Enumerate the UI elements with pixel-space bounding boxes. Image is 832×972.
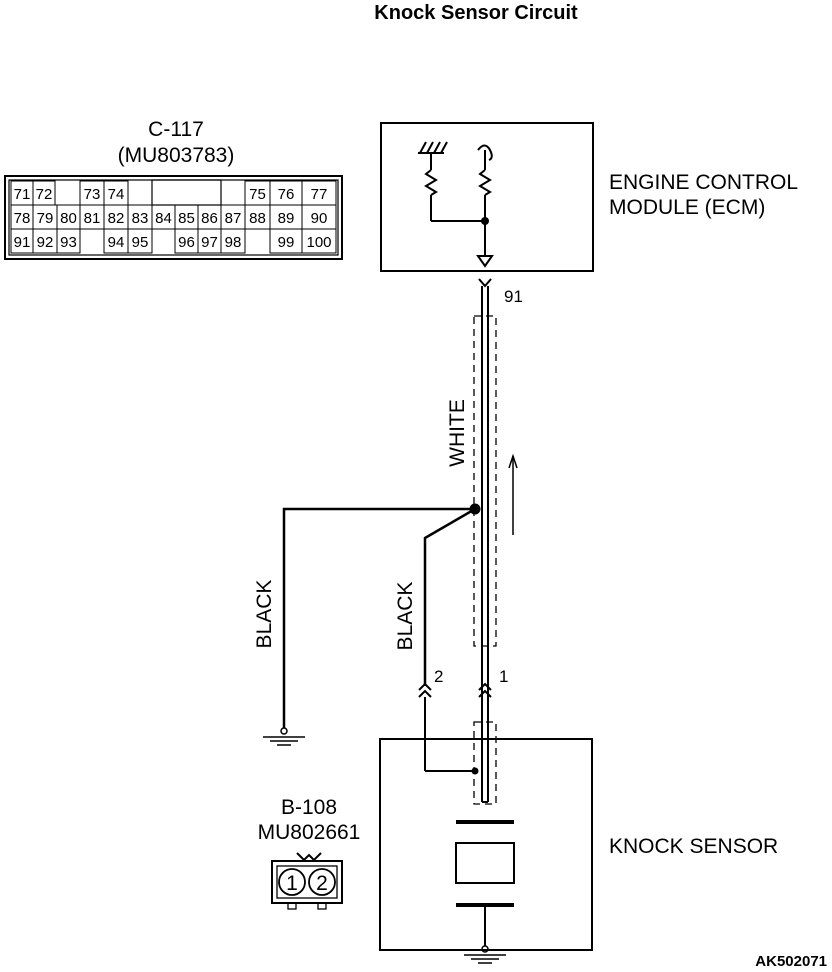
wire-label-black-left: BLACK bbox=[253, 580, 276, 649]
signal-arrow-icon bbox=[508, 453, 518, 535]
connector-pin-cell bbox=[56, 228, 81, 254]
connector-c117-body bbox=[4, 175, 343, 260]
connector-pin-number: 95 bbox=[132, 234, 149, 251]
connector-b108-foot-right bbox=[317, 902, 327, 910]
sensor-pin-2-label: 2 bbox=[434, 667, 443, 686]
connector-pin-number: 91 bbox=[14, 234, 31, 251]
sensor-ground-icon bbox=[464, 945, 506, 964]
connector-pin-number: 82 bbox=[108, 210, 125, 227]
connector-pin-number: 93 bbox=[60, 234, 77, 251]
connector-pin-cell bbox=[220, 228, 246, 254]
connector-pin-number: 72 bbox=[36, 186, 53, 203]
ground-icon bbox=[263, 727, 305, 746]
wire-shield-lower bbox=[473, 721, 497, 805]
figure-id: AK502071 bbox=[755, 953, 827, 970]
connector-b108-cavity-2 bbox=[308, 868, 336, 896]
connector-pin-number: 71 bbox=[14, 186, 31, 203]
connector-pin-number: 86 bbox=[201, 210, 218, 227]
connector-pin-number: 98 bbox=[225, 234, 242, 251]
connector-b108-pin-1: 1 bbox=[286, 872, 298, 895]
knock-sensor: KNOCK SENSOR bbox=[379, 738, 778, 951]
connector-pin-number: 94 bbox=[108, 234, 125, 251]
connector-pin-number: 77 bbox=[311, 186, 328, 203]
connector-c117-part: (MU803783) bbox=[118, 144, 235, 167]
connector-b108-latch-icon bbox=[296, 852, 322, 862]
connector-b108-id: B-108 bbox=[281, 796, 337, 819]
shield-drain-dot bbox=[471, 767, 479, 775]
wire-label-black-right: BLACK bbox=[394, 582, 417, 651]
ecm-label-line1: ENGINE CONTROL bbox=[609, 171, 798, 194]
connector-pin-number: 85 bbox=[178, 210, 195, 227]
sensor-pin-2-connector bbox=[418, 682, 475, 772]
ecm-module: ENGINE CONTROL MODULE (ECM) bbox=[380, 122, 798, 272]
connector-c117: C-117 (MU803783) 71 72 73 74 75 76 77 78 79 80 81 8… bbox=[4, 118, 343, 260]
connector-pin-number: 76 bbox=[278, 186, 295, 203]
sensor-crystal bbox=[455, 842, 515, 884]
connector-b108-body bbox=[271, 860, 343, 904]
connector-pin-number: 87 bbox=[225, 210, 242, 227]
connector-pin-number: 75 bbox=[249, 186, 266, 203]
connector-pin-number: 80 bbox=[60, 210, 77, 227]
connector-b108-foot-left bbox=[287, 902, 297, 910]
connector-pin-cell bbox=[127, 228, 153, 254]
connector-pin-number: 73 bbox=[84, 186, 101, 203]
connector-pin-number: 92 bbox=[37, 234, 54, 251]
connector-pin-number: 99 bbox=[278, 234, 295, 251]
connector-c117-key bbox=[151, 179, 222, 206]
ecm-box bbox=[380, 122, 594, 272]
connector-b108-cavity-1 bbox=[278, 868, 306, 896]
wire-label-white: WHITE bbox=[446, 399, 469, 467]
connector-b108: B-108 MU802661 1 2 bbox=[258, 796, 361, 910]
connector-pin-number: 84 bbox=[155, 210, 172, 227]
connector-pin-cell bbox=[301, 228, 337, 254]
connector-pin-number: 96 bbox=[178, 234, 195, 251]
connector-pin-number: 79 bbox=[37, 210, 54, 227]
connector-pin-number: 78 bbox=[14, 210, 31, 227]
diagram-title: Knock Sensor Circuit bbox=[374, 2, 578, 24]
connector-b108-inner bbox=[276, 865, 338, 899]
black-wire-left bbox=[282, 507, 475, 728]
ecm-ground-icon bbox=[418, 141, 485, 222]
connector-pin-number: 89 bbox=[278, 210, 295, 227]
sensor-pin-1-label: 1 bbox=[499, 667, 508, 686]
white-wire bbox=[481, 286, 489, 803]
ecm-label-line2: MODULE (ECM) bbox=[609, 196, 765, 219]
sensor-pin-1-connector bbox=[478, 682, 492, 698]
connector-pin-number: 88 bbox=[249, 210, 266, 227]
connector-c117-id: C-117 bbox=[148, 118, 204, 141]
wire-shield-upper bbox=[473, 315, 497, 647]
ecm-supply-icon bbox=[476, 144, 494, 268]
knock-sensor-box bbox=[379, 738, 593, 951]
connector-pin-number: 97 bbox=[201, 234, 218, 251]
connector-pin-number: 83 bbox=[132, 210, 149, 227]
ecm-pin-number: 91 bbox=[504, 287, 523, 306]
connector-b108-pin-2: 2 bbox=[316, 872, 328, 895]
ecm-junction-dot bbox=[481, 217, 489, 225]
connector-pin-number: 81 bbox=[84, 210, 101, 227]
connector-pin-number: 100 bbox=[306, 234, 331, 251]
connector-pin-number: 90 bbox=[311, 210, 328, 227]
connector-c117-cells: 71 72 73 74 75 76 77 78 79 80 81 82 83 84 85 86 87 88 89 90… bbox=[10, 180, 337, 254]
connector-b108-part: MU802661 bbox=[258, 821, 361, 844]
knock-sensor-label: KNOCK SENSOR bbox=[609, 835, 778, 858]
black-wire-right bbox=[423, 507, 476, 686]
ecm-pin-91-connector bbox=[478, 278, 492, 288]
connector-pin-number: 74 bbox=[108, 186, 125, 203]
